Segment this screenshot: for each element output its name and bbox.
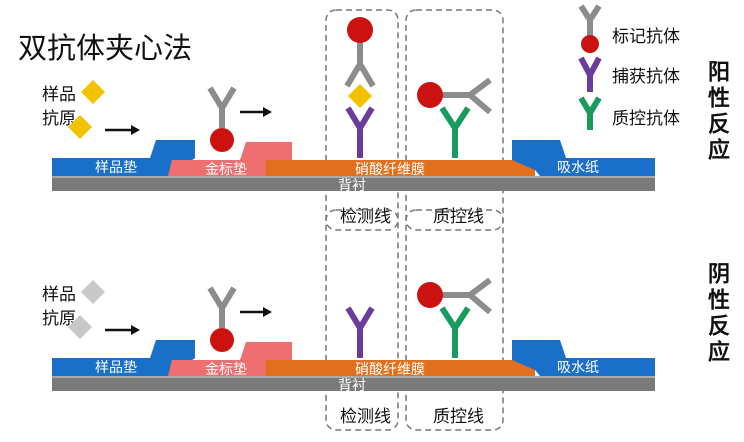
diagram-title: 双抗体夹心法 [18, 31, 192, 65]
capture-antibody-icon [345, 306, 375, 358]
gold-label-ball [581, 35, 599, 53]
legend-label: 标记抗体 [612, 27, 680, 47]
labeled-antibody-icon [207, 286, 237, 328]
gold-label-ball [417, 82, 443, 108]
gold-pad [168, 342, 292, 376]
captured-antigen-icon [348, 84, 372, 108]
test-line-zone [325, 209, 399, 431]
test-line-label: 检测线 [340, 407, 391, 427]
flow-arrow-icon [105, 325, 140, 335]
backing-label: 背衬 [338, 378, 366, 394]
sample-pad [52, 140, 195, 176]
control-line-label: 质控线 [433, 407, 484, 427]
sample-antigen-label: 样品 [42, 285, 76, 305]
absorbent-label: 吸水纸 [557, 360, 599, 376]
membrane-label: 硝酸纤维膜 [355, 162, 425, 178]
bound-labeled-antibody-icon [417, 77, 492, 115]
legend-label: 捕获抗体 [612, 67, 680, 87]
gold-label-ball [210, 328, 234, 352]
gold-pad-label: 金标垫 [205, 162, 247, 178]
capture-antibody-icon [578, 56, 602, 92]
control-antibody-icon [439, 106, 471, 158]
gold-label-ball [347, 17, 373, 43]
positive-result-label: 阳性反应 [704, 60, 729, 164]
absorbent-label: 吸水纸 [557, 160, 599, 176]
control-line-label: 质控线 [433, 207, 484, 227]
antigen-icon [68, 115, 92, 139]
flow-arrow-icon [240, 107, 272, 117]
control-line-zone [405, 9, 504, 231]
sample-antigen-label: 样品 [42, 85, 76, 105]
sample-pad [52, 340, 195, 376]
backing-strip [52, 376, 655, 391]
legend-label: 质控抗体 [612, 109, 680, 129]
sample-pad-label: 样品垫 [95, 160, 137, 176]
gold-pad-label: 金标垫 [205, 362, 247, 378]
gold-label-ball [417, 282, 443, 308]
bound-labeled-antibody-icon [417, 277, 492, 315]
gold-label-ball [210, 128, 234, 152]
flow-arrow-icon [105, 125, 140, 135]
negative-panel: 样品抗原样品垫金标垫硝酸纤维膜吸水纸背衬检测线质控线 [42, 209, 655, 431]
antigen-icon [68, 315, 92, 339]
antigen-icon [81, 80, 105, 104]
nitrocellulose-membrane [266, 360, 535, 376]
labeled-antibody-icon [207, 86, 237, 128]
test-line-label: 检测线 [340, 207, 391, 227]
captured-labeled-antibody-icon [344, 17, 376, 88]
absorbent-pad [512, 340, 655, 376]
absorbent-pad [512, 140, 655, 176]
backing-strip [52, 176, 655, 191]
test-line-zone [325, 9, 399, 231]
control-line-zone [405, 209, 504, 431]
sample-pad-label: 样品垫 [95, 360, 137, 376]
sample-antigen-label: 抗原 [42, 309, 76, 329]
legend-item-capture-antibody: 捕获抗体 [578, 56, 680, 92]
nitrocellulose-membrane [266, 160, 535, 176]
negative-result-label: 阴性反应 [704, 262, 729, 366]
sample-antigen-label: 抗原 [42, 109, 76, 129]
membrane-label: 硝酸纤维膜 [355, 362, 425, 378]
control-antibody-icon [578, 96, 602, 130]
backing-label: 背衬 [338, 178, 366, 194]
capture-antibody-icon [345, 106, 375, 158]
legend-item-labeled-antibody: 标记抗体 [578, 4, 680, 53]
control-antibody-icon [439, 306, 471, 358]
flow-arrow-icon [240, 307, 272, 317]
legend-item-control-antibody: 质控抗体 [578, 96, 680, 130]
labeled-antibody-icon [578, 4, 602, 36]
antigen-icon [81, 280, 105, 304]
gold-pad [168, 142, 292, 176]
